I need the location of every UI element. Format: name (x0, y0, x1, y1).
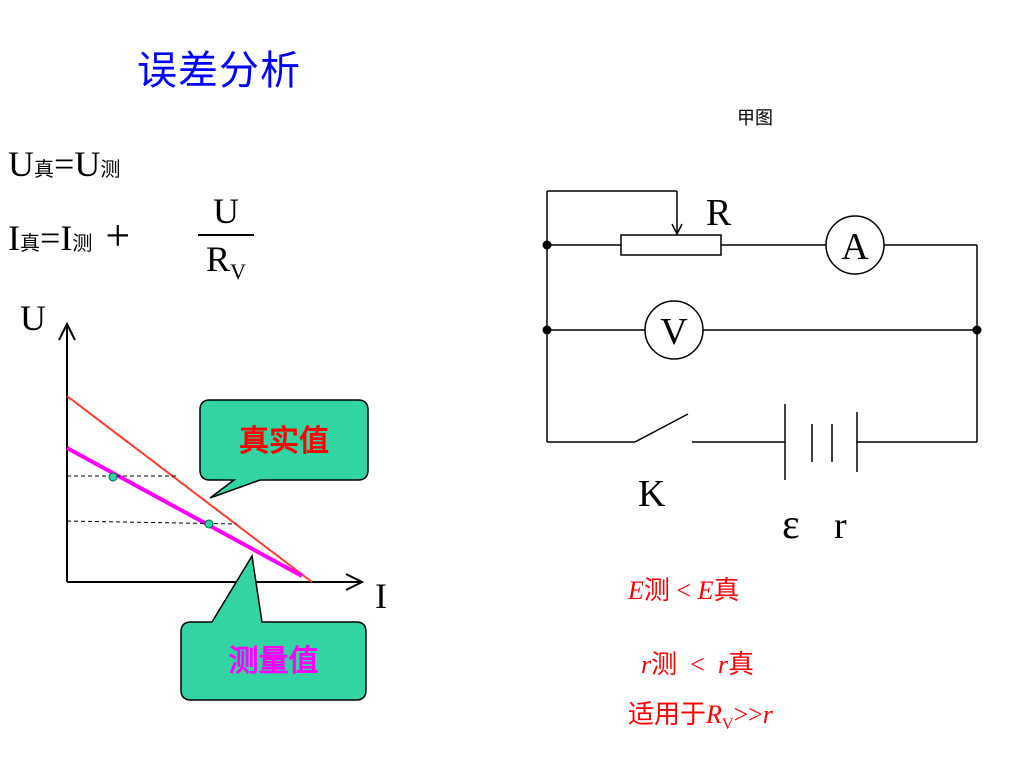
i-measured-symbol: I (60, 218, 73, 258)
fraction-denominator-subscript: V (230, 259, 246, 285)
equals-sign: = (40, 218, 61, 258)
x-axis-label: I (375, 576, 387, 616)
voltmeter-current-fraction: U RV (198, 190, 254, 292)
u-true-symbol: U (8, 144, 34, 184)
u-true-subscript: 真 (34, 157, 54, 181)
u-measured-symbol: U (74, 144, 101, 184)
fraction-numerator: U (213, 191, 239, 231)
plus-sign: + (105, 211, 131, 260)
y-axis-label: U (20, 298, 46, 338)
fraction-bar (198, 234, 254, 236)
emf-label: ε (782, 502, 800, 548)
figure-label: 甲图 (737, 108, 773, 129)
i-measured-subscript: 测 (72, 231, 93, 255)
ammeter-label: A (841, 226, 869, 268)
data-point-2 (204, 519, 214, 529)
measured-value-label: 测量值 (228, 644, 319, 679)
page-title: 误差分析 (137, 48, 301, 94)
true-value-line (66, 395, 313, 583)
internal-resistance-label: r (834, 505, 847, 547)
x-axis-arrow (345, 573, 365, 591)
junction-node-mid-right (972, 325, 982, 335)
equals-sign: = (54, 144, 75, 184)
junction-node-mid-left (542, 325, 552, 335)
result-r-comparison: r测 < r真 (641, 650, 754, 680)
junction-node-top-left (542, 240, 552, 250)
i-true-symbol: I (8, 218, 20, 258)
rheostat-label: R (706, 192, 732, 234)
fraction-denominator: RV (206, 239, 246, 285)
true-value-callout (199, 399, 369, 499)
y-axis-arrow (58, 321, 76, 341)
measured-value-callout (180, 553, 367, 701)
voltage-equation: U真=U测 (8, 143, 120, 185)
i-true-subscript: 真 (20, 231, 40, 255)
current-equation: I真=I测 + (8, 210, 130, 261)
circuit-diagram: R A V K ε r (542, 190, 982, 548)
true-value-label: 真实值 (239, 424, 329, 459)
switch-label: K (638, 473, 666, 515)
u-i-graph: U I (20, 298, 387, 701)
measured-value-line (66, 446, 303, 578)
rheostat-slider-arrow (671, 223, 683, 236)
data-point-1 (108, 472, 118, 482)
u-measured-subscript: 测 (100, 157, 121, 181)
switch-blade (634, 413, 689, 443)
result-applicability: 适用于RV>>r (628, 700, 773, 734)
rheostat (620, 234, 722, 256)
result-emf-comparison: E测 < E真 (628, 576, 740, 606)
voltmeter-label: V (660, 311, 688, 353)
